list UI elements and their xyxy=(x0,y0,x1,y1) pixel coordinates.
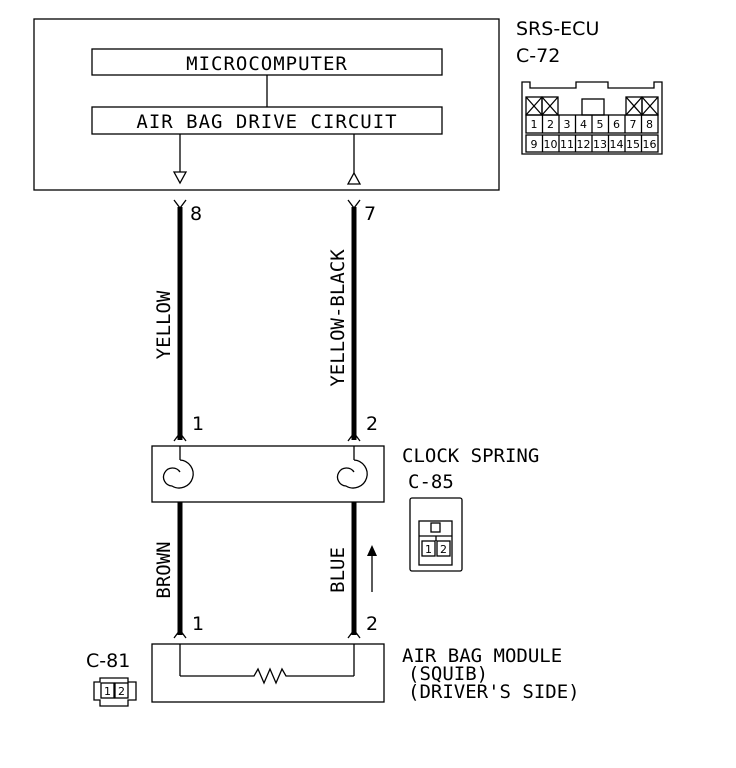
module-name-line3: (DRIVER'S SIDE) xyxy=(408,681,580,703)
c72-pin: 10 xyxy=(544,138,558,151)
wire-color-brown: BROWN xyxy=(153,541,175,598)
c72-bottom-row: 9 10 11 12 13 14 15 16 xyxy=(525,134,659,153)
c72-pin: 1 xyxy=(531,118,538,131)
terminal-icon xyxy=(347,199,361,210)
ecu-outline xyxy=(33,18,500,191)
up-arrow-icon xyxy=(346,171,362,185)
wire-color-yellow: YELLOW xyxy=(153,290,175,359)
c72-top-row: 1 2 3 4 5 6 7 8 xyxy=(525,114,659,134)
squib-resistor-icon xyxy=(180,667,354,685)
c81-connector-label: C-81 xyxy=(86,650,130,672)
module-pin-1-label: 1 xyxy=(192,613,204,635)
clock-spring-box xyxy=(151,445,385,503)
c81-connector-face: 1 2 xyxy=(93,677,137,707)
c72-pin: 14 xyxy=(610,138,624,151)
terminal-icon xyxy=(173,199,187,210)
terminal-icon xyxy=(173,431,187,442)
ecu-connector-label: C-72 xyxy=(516,45,560,67)
clock-spring-name: CLOCK SPRING xyxy=(402,445,539,467)
ecu-name-label: SRS-ECU xyxy=(516,18,599,40)
module-box xyxy=(151,643,385,703)
clock-spring-pin-1-label: 1 xyxy=(192,413,204,435)
terminal-icon xyxy=(173,628,187,639)
upper-wires xyxy=(173,199,361,442)
blocked-cavity-icon xyxy=(525,96,659,116)
c72-pin: 8 xyxy=(646,118,653,131)
clock-spring-block xyxy=(151,445,385,503)
c72-pin: 3 xyxy=(564,118,571,131)
module-pin-2-label: 2 xyxy=(366,613,378,635)
c72-pin: 5 xyxy=(597,118,604,131)
terminal-icon xyxy=(347,431,361,442)
c72-pin: 9 xyxy=(531,138,538,151)
c72-pin: 4 xyxy=(580,118,587,131)
clock-spring-connector: C-85 xyxy=(408,471,454,493)
spiral-spring-icon xyxy=(162,459,194,489)
c85-pin: 2 xyxy=(440,543,447,556)
c81-pin: 2 xyxy=(118,685,125,698)
module-name-line2: (SQUIB) xyxy=(408,663,488,685)
wire-color-blue: BLUE xyxy=(327,547,349,593)
c72-pin: 6 xyxy=(613,118,620,131)
spiral-spring-icon xyxy=(336,459,368,489)
drive-circuit-label: AIR BAG DRIVE CIRCUIT xyxy=(136,111,397,133)
wire-color-yellow-black: YELLOW-BLACK xyxy=(327,249,349,387)
c72-connector-face: 1 2 3 4 5 6 7 8 xyxy=(521,81,663,155)
ecu-pin-7-label: 7 xyxy=(364,203,376,225)
microcomputer-label: MICROCOMPUTER xyxy=(186,53,348,75)
clock-spring-pin-2-label: 2 xyxy=(366,413,378,435)
c81-pin: 1 xyxy=(104,685,111,698)
c72-pin: 7 xyxy=(630,118,637,131)
c72-pin: 12 xyxy=(577,138,591,151)
down-arrow-icon xyxy=(172,171,188,185)
c72-pin: 15 xyxy=(626,138,640,151)
c85-connector-face: 1 2 xyxy=(409,497,463,572)
ecu-pin-8-label: 8 xyxy=(190,203,202,225)
c85-pin: 1 xyxy=(425,543,432,556)
terminal-icon xyxy=(347,628,361,639)
c72-pin: 13 xyxy=(593,138,607,151)
module-name-line1: AIR BAG MODULE xyxy=(402,645,562,667)
air-bag-module-block xyxy=(151,643,385,703)
drive-circuit-box xyxy=(91,106,443,135)
up-arrow-icon xyxy=(367,545,377,556)
c72-pin: 2 xyxy=(547,118,554,131)
c72-pin: 11 xyxy=(560,138,574,151)
srs-ecu-block: MICROCOMPUTER AIR BAG DRIVE CIRCUIT xyxy=(33,18,500,191)
lower-wires xyxy=(173,502,377,639)
c72-pin: 16 xyxy=(643,138,657,151)
